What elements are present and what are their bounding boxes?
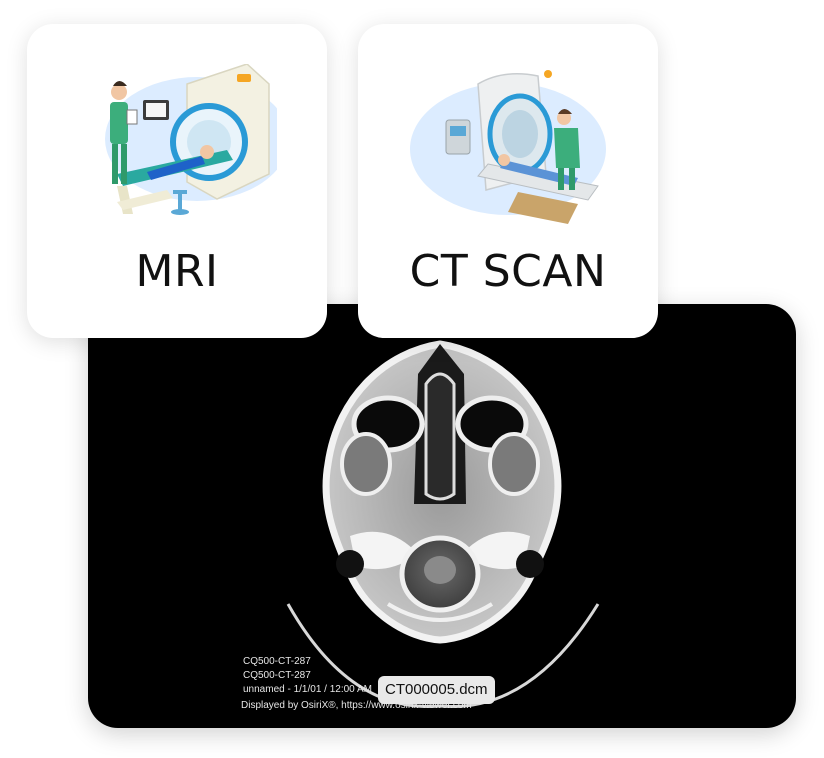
ct-scan-label: CT SCAN — [409, 246, 607, 297]
mri-scanner-illustration-icon — [105, 64, 277, 215]
overlay-line-patient-id: CQ500-CT-287 — [243, 656, 311, 667]
ct-scanner-illustration-icon — [410, 70, 606, 224]
overlay-line-date: unnamed - 1/1/01 / 12:00 AM — [243, 684, 372, 695]
mri-card[interactable]: MRI — [27, 24, 327, 338]
filename-badge: CT000005.dcm — [378, 676, 495, 704]
mri-label: MRI — [135, 246, 219, 297]
ct-image-viewer[interactable]: CQ500-CT-287 CQ500-CT-287 unnamed - 1/1/… — [88, 304, 796, 728]
overlay-line-credit: Displayed by OsiriX®, https://www.osirix… — [241, 700, 472, 711]
ct-axial-slice-image — [286, 340, 600, 709]
ct-scan-card[interactable]: CT SCAN — [358, 24, 658, 338]
overlay-line-study-id: CQ500-CT-287 — [243, 670, 311, 681]
